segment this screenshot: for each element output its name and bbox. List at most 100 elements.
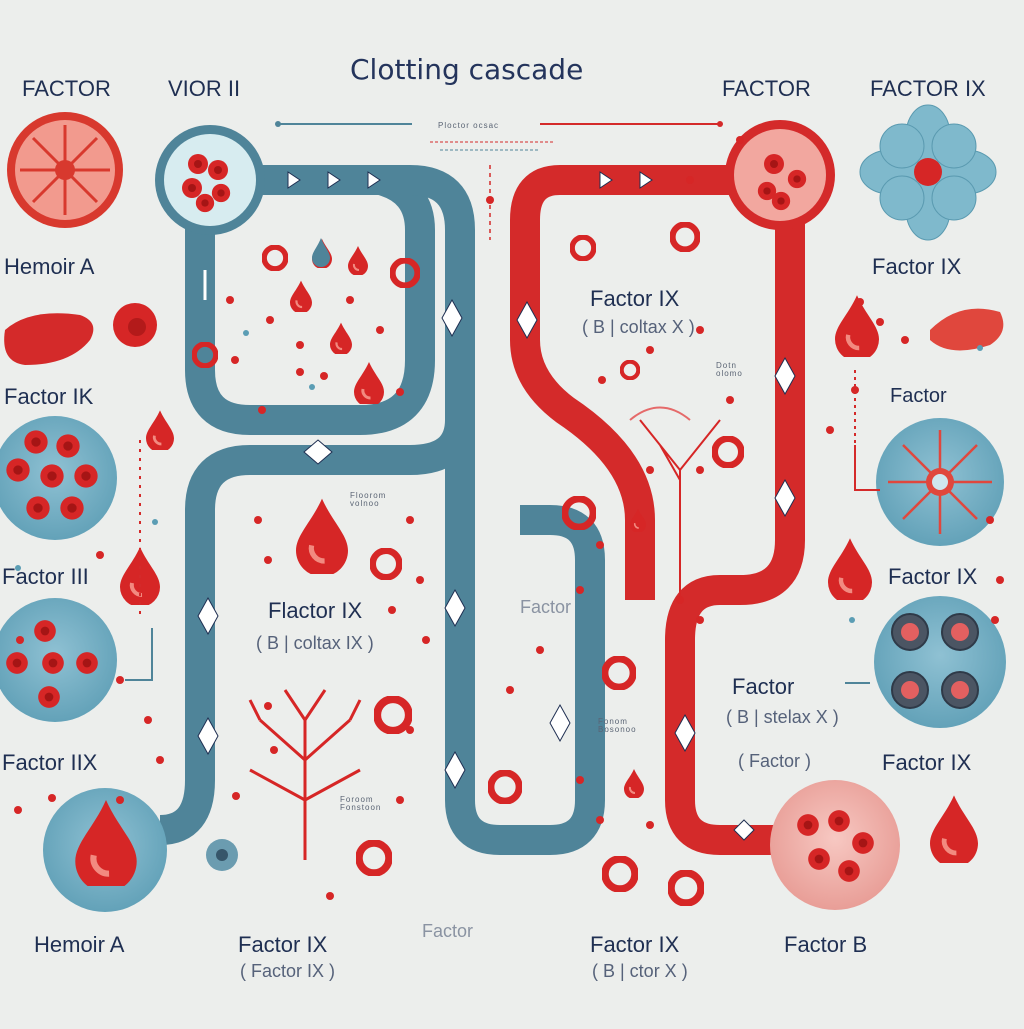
- blood-dot: [406, 726, 414, 734]
- label-center-right-sub2: ( Factor ): [738, 751, 812, 771]
- label-bottom-factor-center: Factor: [422, 921, 474, 941]
- label-factor-ik: Factor IK: [4, 384, 94, 409]
- blood-dot: [576, 776, 584, 784]
- label-center-mid-main: Flactor IX: [268, 598, 363, 623]
- blood-dot: [696, 326, 704, 334]
- liver-icon: [930, 308, 1004, 351]
- blood-dot: [396, 388, 404, 396]
- blood-dot: [232, 792, 240, 800]
- flower-icon: [859, 104, 997, 241]
- label-factor-top-right: FACTOR: [722, 76, 811, 101]
- blood-drop-icon: [835, 295, 879, 361]
- capillary-tree-icon: [248, 689, 362, 860]
- blood-dot: [506, 686, 514, 694]
- blood-dot: [270, 746, 278, 754]
- label-vior: VIOR II: [168, 76, 241, 101]
- blood-dot: [264, 556, 272, 564]
- blood-dot: [676, 596, 684, 604]
- blood-dot: [296, 368, 304, 376]
- blood-dot: [986, 516, 994, 524]
- blood-dot: [231, 356, 239, 364]
- blood-dot: [646, 346, 654, 354]
- blood-dot: [258, 406, 266, 414]
- label-factor-ix-top-right: FACTOR IX: [870, 76, 986, 101]
- top-connector-lines: [275, 121, 723, 240]
- diamond-arrow-icon: [733, 819, 755, 841]
- label-bottom-factor-ix-a: Factor IX: [238, 932, 328, 957]
- label-center-mid-factor: Factor: [520, 597, 572, 617]
- blood-dot: [536, 646, 544, 654]
- blood-dot: [226, 296, 234, 304]
- blood-dot: [856, 298, 864, 306]
- blood-dot: [254, 516, 262, 524]
- blood-dot: [596, 816, 604, 824]
- scattered-dots: [14, 136, 1004, 900]
- blood-dot: [388, 606, 396, 614]
- blood-dot: [646, 821, 654, 829]
- blood-dot: [996, 576, 1004, 584]
- capillary-tree-icon: [639, 419, 721, 600]
- blood-cell-icon: [155, 125, 265, 235]
- blood-cell-icon: [0, 598, 117, 722]
- diamond-arrow-icon: [441, 298, 463, 338]
- diamond-arrow-icon: [444, 750, 466, 790]
- label-center-right-main: Factor: [732, 674, 795, 699]
- blood-dot: [876, 318, 884, 326]
- blood-drop-icon: [828, 538, 872, 604]
- blood-dot: [48, 794, 56, 802]
- label-factor-ix-right-3: Factor IX: [882, 750, 972, 775]
- teal-dots: [15, 330, 983, 623]
- label-center-upper-tiny: Dotn olomo: [716, 361, 743, 378]
- blood-drop-icon: [930, 795, 978, 867]
- blood-cell-icon: [725, 120, 835, 230]
- blood-dot: [156, 756, 164, 764]
- blood-dot: [346, 296, 354, 304]
- blood-dot: [144, 716, 152, 724]
- label-center-mid-tiny: Floorom volnoo: [350, 491, 387, 508]
- blood-dot: [696, 616, 704, 624]
- blood-dot: [264, 702, 272, 710]
- blood-dot: [116, 676, 124, 684]
- diamond-arrow-icon: [197, 596, 219, 636]
- diamond-arrow-icon: [444, 588, 466, 628]
- diagram-subtitle: Ploctor ocsac: [438, 121, 500, 130]
- blood-dot: [376, 326, 384, 334]
- diagram-title: Clotting cascade: [350, 53, 584, 86]
- blood-dot: [646, 466, 654, 474]
- label-center-right-tiny: Fonom Bosonoo: [598, 717, 637, 734]
- diamond-arrow-icon: [197, 716, 219, 756]
- blood-dot: [901, 336, 909, 344]
- label-hemor-a-top: Hemoir A: [4, 254, 95, 279]
- diamond-arrow-icon: [774, 356, 796, 396]
- label-bottom-factor-b: Factor B: [784, 932, 868, 957]
- blood-dot: [422, 636, 430, 644]
- platelet-ring-icon: [874, 596, 1006, 728]
- blood-dot: [14, 806, 22, 814]
- label-factor-iii: Factor III: [2, 564, 89, 589]
- diamond-arrow-icon: [674, 713, 696, 753]
- blood-dot: [686, 176, 694, 184]
- label-bottom-factor-ix-a-sub: ( Factor IX ): [240, 961, 336, 981]
- liver-icon: [4, 313, 94, 365]
- blood-dot: [736, 136, 744, 144]
- blood-dot: [16, 636, 24, 644]
- blood-dot: [320, 372, 328, 380]
- blood-dot: [851, 386, 859, 394]
- capillary-tree-icon: [876, 418, 1004, 546]
- blood-dot: [991, 616, 999, 624]
- diamond-arrow-icons: [197, 171, 796, 841]
- blood-dot: [696, 466, 704, 474]
- citrus-cell-icon: [7, 112, 123, 228]
- blood-dot: [116, 796, 124, 804]
- connector-brackets: [125, 270, 880, 684]
- label-center-right-sub: ( B | stelax X ): [726, 707, 839, 727]
- label-center-upper-main: Factor IX: [590, 286, 680, 311]
- diamond-arrow-icon: [303, 439, 333, 465]
- blood-cell-icon: [113, 303, 157, 347]
- label-factor-right-plain: Factor: [890, 385, 947, 407]
- blood-dot: [396, 796, 404, 804]
- blood-dot: [726, 396, 734, 404]
- blood-cell-icon: [0, 416, 117, 540]
